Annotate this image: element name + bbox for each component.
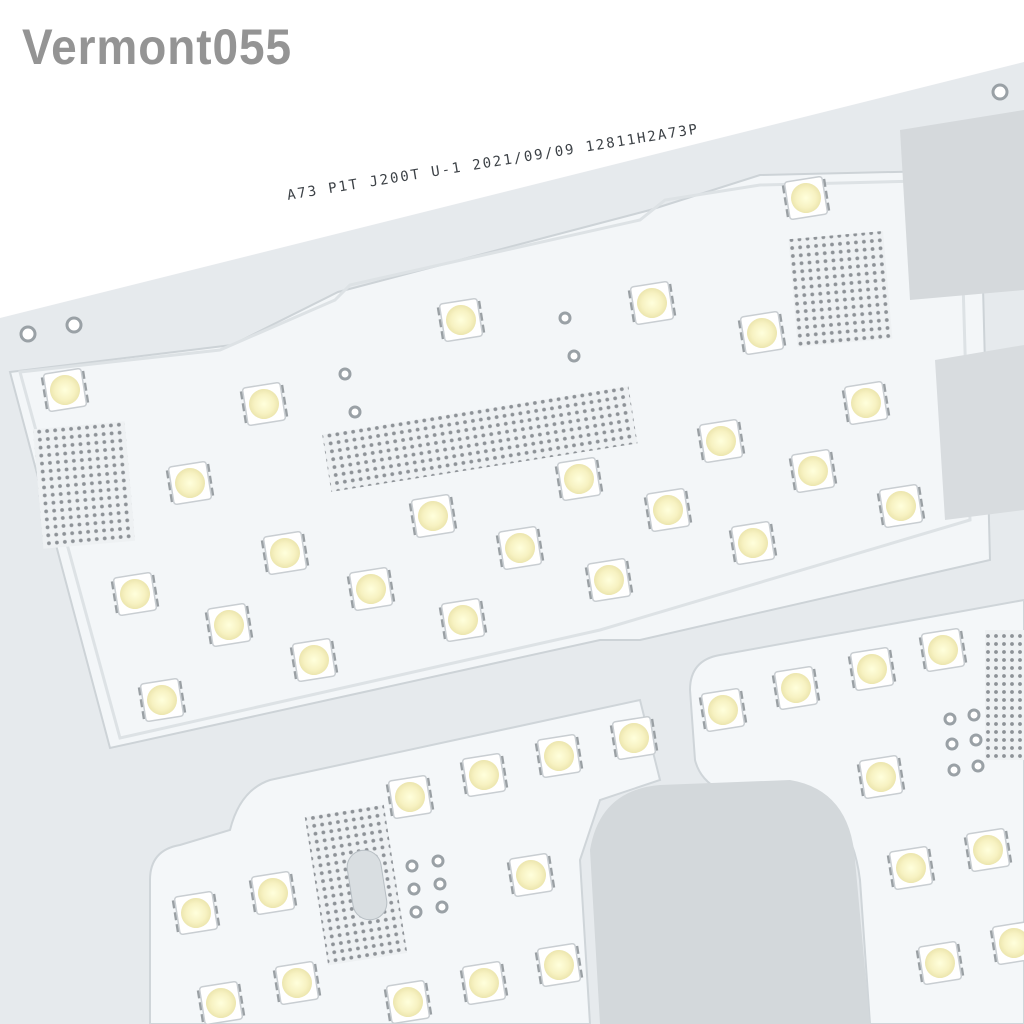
led-chip (534, 733, 584, 779)
led-chip (289, 637, 339, 683)
cutout-right-top (900, 110, 1024, 300)
led-chip (584, 557, 634, 603)
led-chip (40, 367, 90, 413)
led-chip (963, 827, 1013, 873)
led-chip (841, 380, 891, 426)
watermark-text: Vermont055 (22, 19, 293, 75)
led-chip (438, 597, 488, 643)
led-chip (272, 960, 322, 1006)
led-chip (737, 310, 787, 356)
hole-grid-lower (405, 708, 985, 919)
led-chip (383, 979, 433, 1024)
led-chip (137, 677, 187, 723)
led-chip (643, 487, 693, 533)
led-chip (534, 942, 584, 988)
board-window (590, 780, 870, 1024)
lower-left-board (149, 698, 662, 1024)
pad-slot (346, 849, 388, 921)
led-chip (918, 627, 968, 673)
led-chip (506, 852, 556, 898)
led-chip (459, 960, 509, 1006)
perforated-pad-right-edge (985, 630, 1024, 760)
led-chip (346, 566, 396, 612)
led-chip (248, 870, 298, 916)
led-chip (110, 571, 160, 617)
led-chip (847, 646, 897, 692)
led-chip (609, 715, 659, 761)
led-chip (915, 940, 965, 986)
led-chip (696, 418, 746, 464)
led-chip (196, 980, 246, 1024)
led-chip (436, 297, 486, 343)
perforated-pad-left (32, 421, 136, 549)
led-array (40, 175, 1024, 1024)
led-chip (408, 493, 458, 539)
led-chip (886, 845, 936, 891)
cutout-right-mid (935, 345, 1024, 520)
led-chip (171, 890, 221, 936)
upper-board-outline (18, 178, 972, 740)
led-chip (459, 752, 509, 798)
led-chip (165, 460, 215, 506)
led-chip (239, 381, 289, 427)
led-chip (989, 920, 1024, 966)
led-chip (385, 774, 435, 820)
led-chip (698, 687, 748, 733)
led-chip (788, 448, 838, 494)
led-chip (876, 483, 926, 529)
perforated-pad-right (788, 231, 893, 347)
mounting-holes (19, 83, 1009, 419)
led-chip (260, 530, 310, 576)
led-chip (495, 525, 545, 571)
led-chip (856, 754, 906, 800)
led-chip (554, 456, 604, 502)
led-chip (204, 602, 254, 648)
led-chip (728, 520, 778, 566)
led-chip (771, 665, 821, 711)
perforated-pad-center (322, 386, 638, 492)
led-chip (627, 280, 677, 326)
led-chip (781, 175, 831, 221)
